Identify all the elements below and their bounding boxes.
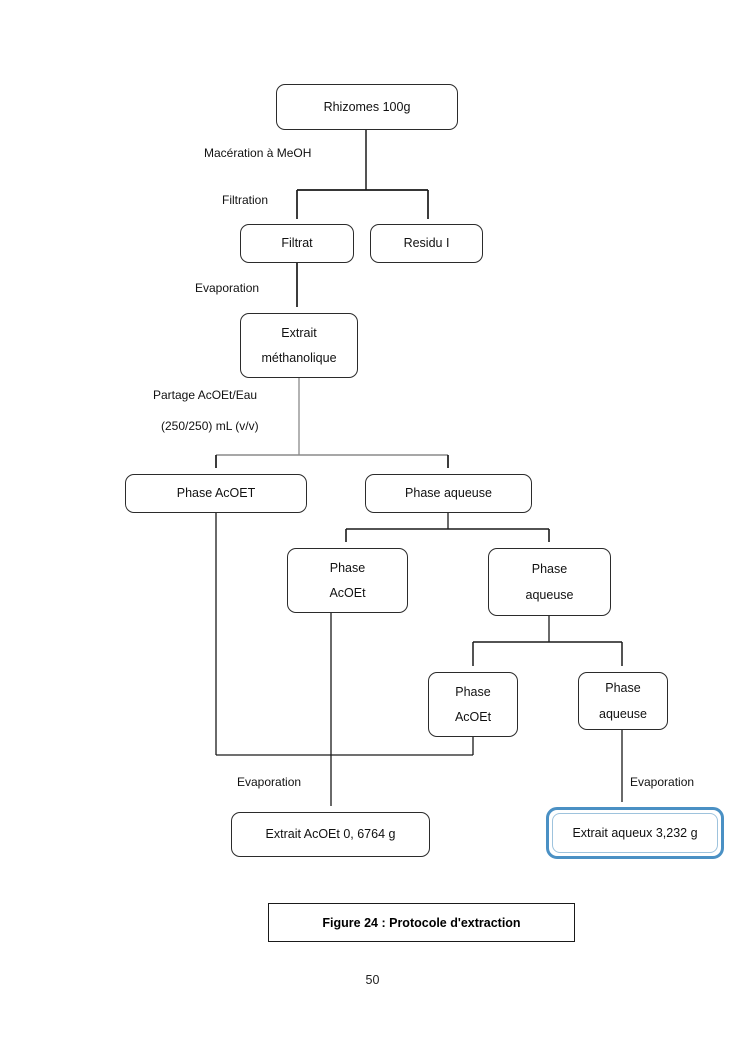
node-phase-aqueuse-3[interactable]: Phase aqueuse [578,672,668,730]
node-label: Residu I [403,236,450,251]
node-label: Phase aqueuse [405,486,492,501]
node-label-line2: AcOEt [454,710,492,724]
node-residu-i[interactable]: Residu I [370,224,483,263]
node-label: Phase AcOET [176,486,256,501]
page-number: 50 [365,973,380,987]
node-inner-frame: Extrait aqueux 3,232 g [552,813,718,853]
node-label-line2: aqueuse [599,706,647,721]
node-label: Rhizomes 100g [323,99,411,114]
node-phase-acoet-1[interactable]: Phase AcOET [125,474,307,513]
edge-label-partage-volumes: (250/250) mL (v/v) [161,419,259,433]
node-extrait-aqueux[interactable]: Extrait aqueux 3,232 g [546,807,724,859]
edge-label-evaporation-1: Evaporation [195,281,260,295]
edge-label-partage-solvents: Partage AcOEt/Eau [153,388,258,402]
node-rhizomes[interactable]: Rhizomes 100g [276,84,458,130]
node-label: Extrait aqueux 3,232 g [572,825,698,840]
node-extrait-acoet[interactable]: Extrait AcOEt 0, 6764 g [231,812,430,857]
node-label: Extrait AcOEt 0, 6764 g [265,827,396,842]
node-label-line2: méthanolique [261,351,337,365]
node-label-line2: AcOEt [329,586,366,600]
figure-caption: Figure 24 : Protocole d'extraction [268,903,575,942]
node-phase-acoet-3[interactable]: Phase AcOEt [428,672,518,737]
node-label-line1: Phase [531,562,568,577]
edge-label-evaporation-3: Evaporation [630,775,695,789]
node-label-line2: aqueuse [525,587,574,602]
edge-label-filtration: Filtration [222,193,269,207]
node-label-line1: Phase [455,684,491,699]
node-filtrat[interactable]: Filtrat [240,224,354,263]
node-phase-aqueuse-2[interactable]: Phase aqueuse [488,548,611,616]
edge-label-evaporation-2: Evaporation [237,775,302,789]
node-label-line1: Phase [605,681,641,696]
node-label-line1: Extrait [281,325,317,340]
node-label: Filtrat [281,236,313,251]
edge-label-maceration: Macération à MeOH [204,146,312,160]
figure-caption-text: Figure 24 : Protocole d'extraction [322,915,521,930]
node-phase-acoet-2[interactable]: Phase AcOEt [287,548,408,613]
node-label-line1: Phase [329,560,366,575]
node-extrait-methanolique[interactable]: Extrait méthanolique [240,313,358,378]
node-phase-aqueuse-1[interactable]: Phase aqueuse [365,474,532,513]
